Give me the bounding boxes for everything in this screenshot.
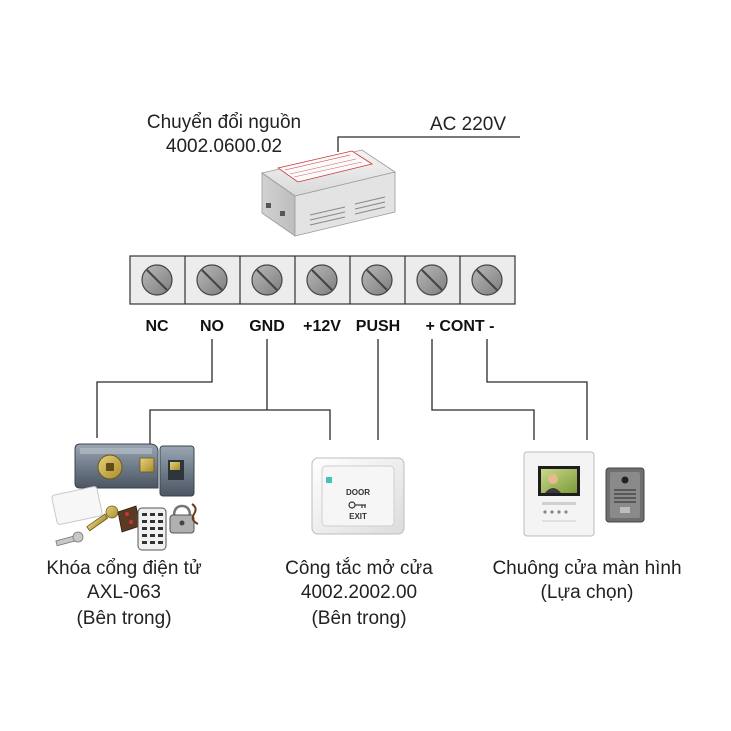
terminal-screw-12v — [306, 264, 338, 296]
video-doorbell-image — [523, 451, 645, 537]
lock-model: AXL-063 — [87, 582, 161, 603]
power-supply-title: Chuyển đổi nguồn — [147, 112, 301, 133]
lock-note: (Bên trong) — [76, 608, 171, 629]
gate-lock-image — [51, 443, 199, 551]
wire-no-to-lock — [96, 339, 213, 438]
wire-cont-minus — [486, 339, 588, 440]
ac-input-label: AC 220V — [430, 114, 506, 135]
key-icon — [348, 501, 366, 509]
terminal-screw-cont-plus — [416, 264, 448, 296]
terminal-label-cont: + CONT - — [426, 318, 495, 335]
exit-button-name: Công tắc mở cửa — [285, 557, 433, 579]
wire-cont-plus — [431, 339, 535, 440]
exit-button-note: (Bên trong) — [311, 608, 406, 629]
terminal-screw-nc — [141, 264, 173, 296]
lock-name: Khóa cổng điện tử — [46, 558, 202, 579]
ac-input-wire — [337, 136, 520, 152]
exit-button-face-bottom: EXIT — [349, 512, 367, 521]
terminal-screw-cont-minus — [471, 264, 503, 296]
terminal-block — [129, 255, 516, 305]
terminal-label-nc: NC — [145, 318, 169, 335]
power-supply-box — [261, 149, 396, 237]
terminal-label-12v: +12V — [303, 318, 341, 335]
terminal-screw-no — [196, 264, 228, 296]
terminal-label-push: PUSH — [356, 318, 400, 335]
terminal-screw-push — [361, 264, 393, 296]
power-supply-model: 4002.0600.02 — [166, 136, 282, 157]
exit-button-model: 4002.2002.00 — [301, 582, 417, 603]
terminal-label-gnd: GND — [249, 318, 285, 335]
terminal-screw-gnd — [251, 264, 283, 296]
doorbell-name: Chuông cửa màn hình — [492, 558, 681, 579]
exit-button-image: DOOR EXIT — [311, 457, 405, 535]
doorbell-note: (Lựa chọn) — [541, 582, 634, 603]
exit-button-face-top: DOOR — [346, 488, 370, 497]
wire-gnd-to-exit — [267, 409, 331, 440]
terminal-label-no: NO — [200, 318, 224, 335]
wire-gnd-to-lock — [149, 409, 267, 448]
